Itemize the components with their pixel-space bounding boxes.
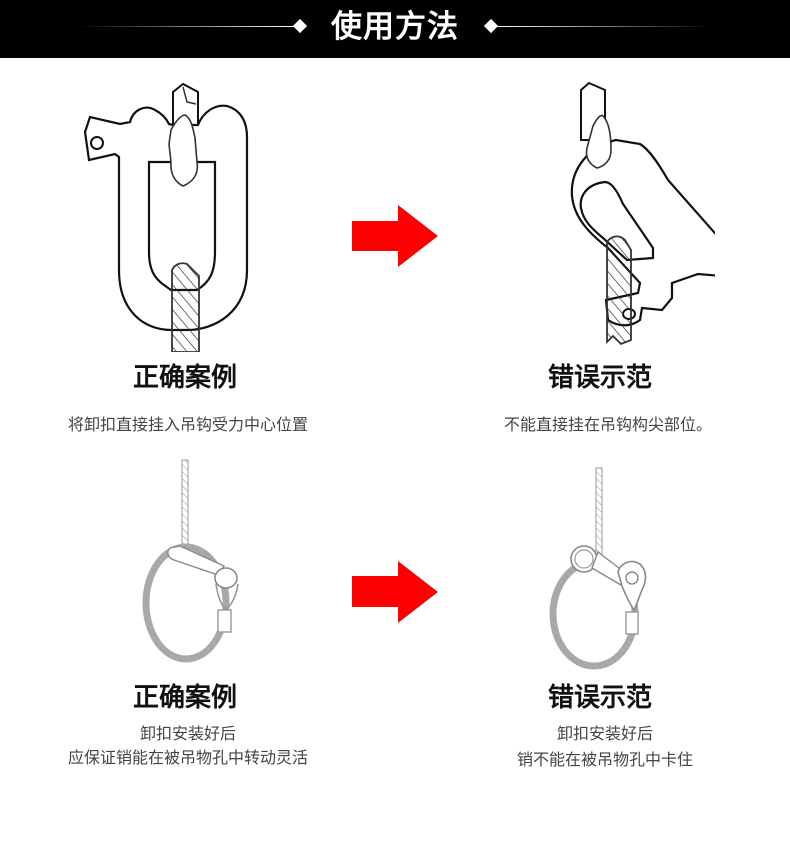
illustration-shackle-correct [75,82,255,352]
example-title-wrong-1: 错误示范 [547,363,652,393]
arrow-right-icon [352,205,438,267]
example-description-wrong-2-line1: 卸扣安装好后 [556,724,653,743]
example-title-correct-1: 正确案例 [132,363,237,393]
example-description-correct-2-line2: 应保证销能在被吊物孔中转动灵活 [67,748,308,767]
example-description-wrong-2-line2: 销不能在被吊物孔中卡住 [516,750,693,769]
illustration-pin-wrong [548,466,658,676]
illustration-shackle-wrong [545,78,715,358]
example-title-wrong-2: 错误示范 [547,683,652,713]
header-divider-left [78,26,295,27]
page-title: 使用方法 [331,9,459,45]
example-description-correct-1: 将卸扣直接挂入吊钩受力中心位置 [67,415,308,434]
illustration-pin-correct [140,458,250,668]
example-description-wrong-1: 不能直接挂在吊钩构尖部位。 [503,415,712,434]
arrow-right-icon [352,561,438,623]
example-title-correct-2: 正确案例 [132,683,237,713]
example-description-correct-2-line1: 卸扣安装好后 [139,724,236,743]
header-divider-right [497,26,713,27]
section-header: 使用方法 [0,0,790,58]
